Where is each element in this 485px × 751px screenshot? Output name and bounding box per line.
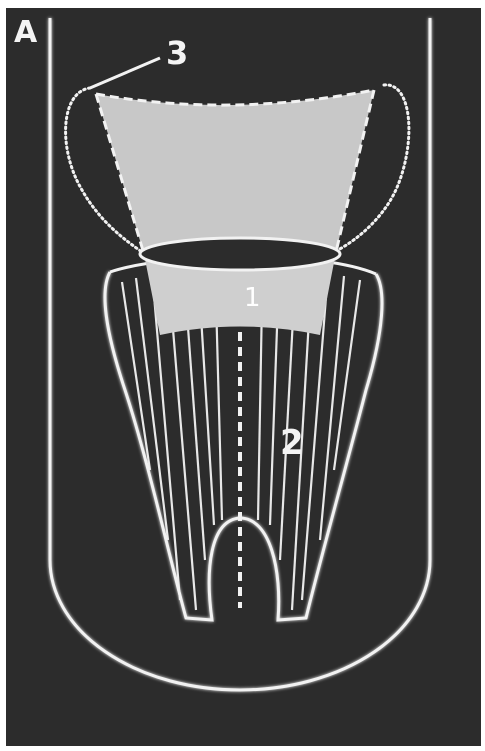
panel-label: A: [14, 15, 38, 50]
region-2-label: 2: [280, 423, 304, 463]
region-3-label: 3: [166, 34, 188, 72]
region-3-callout-line: [90, 58, 160, 88]
junction-lens: [140, 238, 340, 270]
region-1-label: 1: [244, 283, 261, 313]
